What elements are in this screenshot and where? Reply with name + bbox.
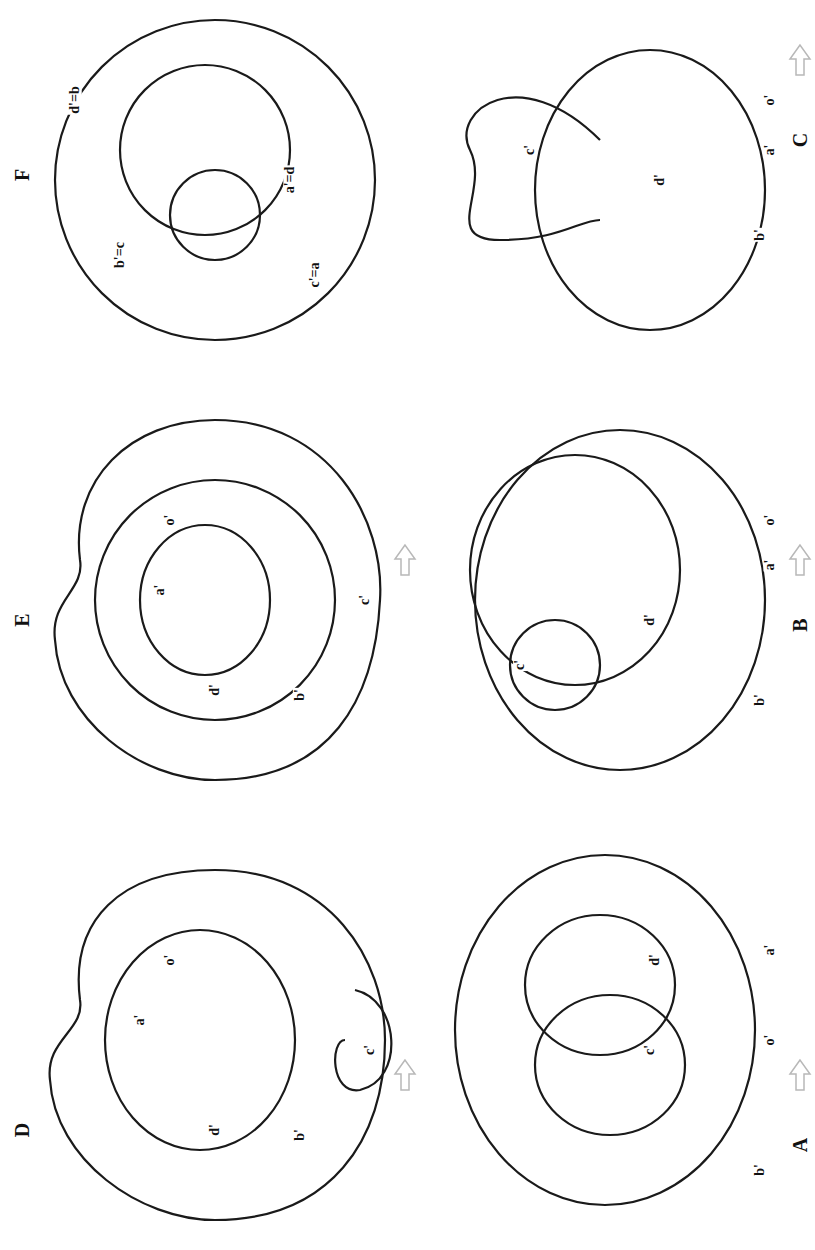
point-label: b' xyxy=(293,1128,307,1142)
panel-letter: C xyxy=(790,132,810,148)
point-label: o' xyxy=(763,94,777,107)
point-label: c' xyxy=(643,1044,657,1056)
point-label: o' xyxy=(163,514,177,527)
point-label: d'=b xyxy=(68,85,82,114)
step-arrows xyxy=(395,45,810,1090)
point-label: d' xyxy=(208,683,222,697)
point-label: o' xyxy=(763,1034,777,1047)
knot-e xyxy=(55,420,381,780)
point-label: d' xyxy=(648,953,662,967)
panel-letter: F xyxy=(12,168,32,182)
point-label: a' xyxy=(153,584,167,597)
point-label: a'=d xyxy=(283,166,297,195)
panel-letter: D xyxy=(12,1122,32,1138)
panel-letter: A xyxy=(790,1137,810,1153)
point-label: c'=a xyxy=(308,261,322,288)
point-label: c' xyxy=(363,1044,377,1056)
point-label: b' xyxy=(753,228,767,242)
point-label: d' xyxy=(643,613,657,627)
knot-b xyxy=(470,430,765,770)
knot-a xyxy=(455,855,755,1205)
point-label: c' xyxy=(513,659,527,671)
point-label: b' xyxy=(753,693,767,707)
point-label: d' xyxy=(653,173,667,187)
point-label: b' xyxy=(293,688,307,702)
point-label: d' xyxy=(208,1123,222,1137)
panel-letter: B xyxy=(790,617,810,632)
knot-f xyxy=(55,20,375,340)
knot-d xyxy=(50,870,392,1220)
point-label: o' xyxy=(763,514,777,527)
point-label: b'=c xyxy=(113,241,127,269)
point-label: a' xyxy=(133,1014,147,1027)
point-label: o' xyxy=(163,954,177,967)
point-label: a' xyxy=(763,559,777,572)
point-label: a' xyxy=(763,144,777,157)
point-label: a' xyxy=(763,944,777,957)
point-label: b' xyxy=(753,1163,767,1177)
panel-letter: E xyxy=(12,612,32,627)
point-label: c' xyxy=(523,144,537,156)
knot-c xyxy=(467,50,765,330)
point-label: c' xyxy=(358,594,372,606)
